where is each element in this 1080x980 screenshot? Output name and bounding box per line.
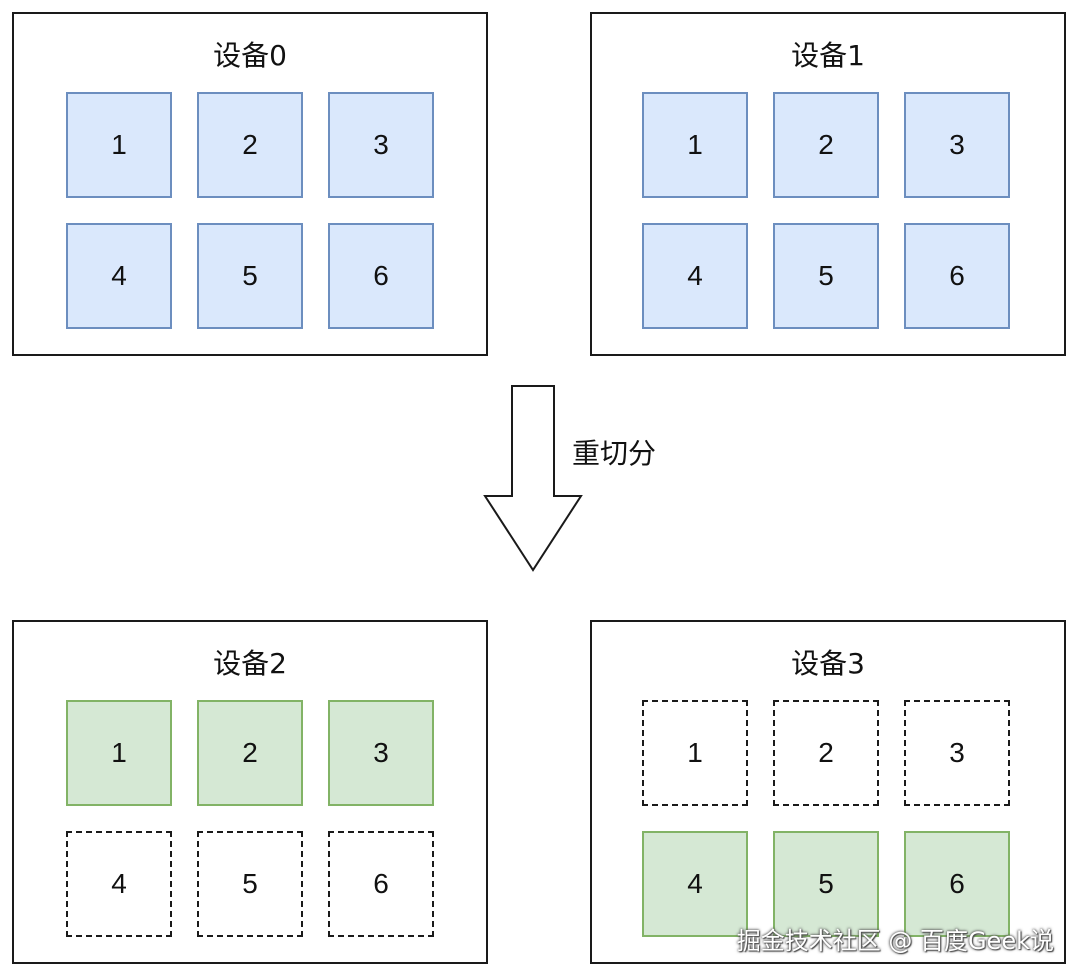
shard-block-empty: 5 xyxy=(197,831,303,937)
shard-block-green: 1 xyxy=(66,700,172,806)
shard-block-blue: 3 xyxy=(904,92,1010,198)
shard-block-empty: 1 xyxy=(642,700,748,806)
shard-block-blue: 2 xyxy=(197,92,303,198)
shard-label: 2 xyxy=(818,129,834,160)
shard-block-blue: 4 xyxy=(642,223,748,329)
device-title: 设备2 xyxy=(213,647,287,680)
device-title: 设备1 xyxy=(791,39,865,72)
reshard-label: 重切分 xyxy=(572,437,657,470)
shard-block-empty: 6 xyxy=(328,831,434,937)
shard-label: 5 xyxy=(242,260,258,291)
shard-block-empty: 4 xyxy=(66,831,172,937)
shard-block-blue: 6 xyxy=(904,223,1010,329)
shard-label: 4 xyxy=(687,260,703,291)
shard-block-blue: 1 xyxy=(66,92,172,198)
shard-block-blue: 6 xyxy=(328,223,434,329)
device-title: 设备3 xyxy=(791,647,865,680)
shard-block-green: 4 xyxy=(642,831,748,937)
shard-label: 6 xyxy=(949,260,965,291)
device-box-2: 设备2 1 2 3 4 5 6 xyxy=(12,620,488,964)
shard-label: 5 xyxy=(818,260,834,291)
shard-label: 6 xyxy=(373,260,389,291)
shard-label: 4 xyxy=(111,868,127,899)
shard-label: 1 xyxy=(111,129,127,160)
shard-block-blue: 4 xyxy=(66,223,172,329)
shard-block-blue: 5 xyxy=(773,223,879,329)
reshard-arrow xyxy=(480,384,586,574)
device-box-1: 设备1 1 2 3 4 5 6 xyxy=(590,12,1066,356)
shard-label: 5 xyxy=(242,868,258,899)
shard-block-blue: 3 xyxy=(328,92,434,198)
shard-label: 6 xyxy=(373,868,389,899)
shard-block-blue: 2 xyxy=(773,92,879,198)
shard-block-blue: 1 xyxy=(642,92,748,198)
shard-block-empty: 3 xyxy=(904,700,1010,806)
shard-label: 1 xyxy=(687,129,703,160)
shard-label: 6 xyxy=(949,868,965,899)
shard-block-green: 6 xyxy=(904,831,1010,937)
device-title: 设备0 xyxy=(213,39,287,72)
device-box-0: 设备0 1 2 3 4 5 6 xyxy=(12,12,488,356)
shard-label: 5 xyxy=(818,868,834,899)
shard-label: 1 xyxy=(687,737,703,768)
shard-block-empty: 2 xyxy=(773,700,879,806)
shard-block-green: 5 xyxy=(773,831,879,937)
shard-label: 3 xyxy=(373,737,389,768)
down-arrow-icon xyxy=(483,385,583,572)
shard-label: 3 xyxy=(373,129,389,160)
shard-label: 2 xyxy=(242,737,258,768)
shard-block-green: 2 xyxy=(197,700,303,806)
shard-label: 3 xyxy=(949,129,965,160)
shard-label: 1 xyxy=(111,737,127,768)
watermark-text: 掘金技术社区 @ 百度Geek说 xyxy=(736,927,1054,955)
shard-label: 2 xyxy=(818,737,834,768)
shard-label: 2 xyxy=(242,129,258,160)
shard-block-green: 3 xyxy=(328,700,434,806)
shard-label: 4 xyxy=(687,868,703,899)
shard-block-blue: 5 xyxy=(197,223,303,329)
shard-label: 3 xyxy=(949,737,965,768)
device-box-3: 设备3 1 2 3 4 5 6 xyxy=(590,620,1066,964)
shard-label: 4 xyxy=(111,260,127,291)
